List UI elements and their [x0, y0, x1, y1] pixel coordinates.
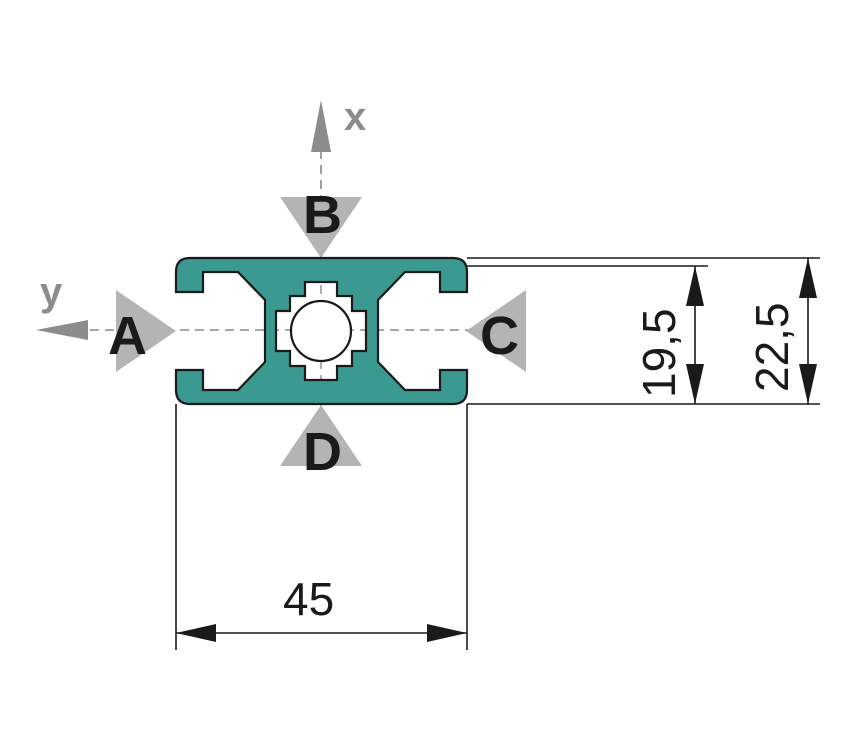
- profile-cross-section: [174, 256, 469, 406]
- face-b-marker: [280, 197, 362, 258]
- face-c-label: C: [480, 306, 519, 366]
- face-d-label: D: [303, 422, 342, 482]
- face-a-label: A: [108, 306, 147, 366]
- y-axis-arrow: [36, 320, 88, 340]
- face-d-marker: [280, 405, 362, 466]
- y-axis-label: y: [40, 270, 63, 314]
- outer-height-dimension-label: 22,5: [746, 302, 798, 392]
- face-c-marker: [466, 290, 526, 372]
- face-b-label: B: [303, 185, 342, 245]
- x-axis-label: x: [344, 95, 366, 139]
- center-bore: [289, 299, 353, 363]
- x-axis-arrow: [311, 100, 331, 152]
- inner-height-dimension-label: 19,5: [633, 308, 685, 398]
- width-dimension-label: 45: [283, 573, 334, 625]
- face-a-marker: [116, 290, 176, 372]
